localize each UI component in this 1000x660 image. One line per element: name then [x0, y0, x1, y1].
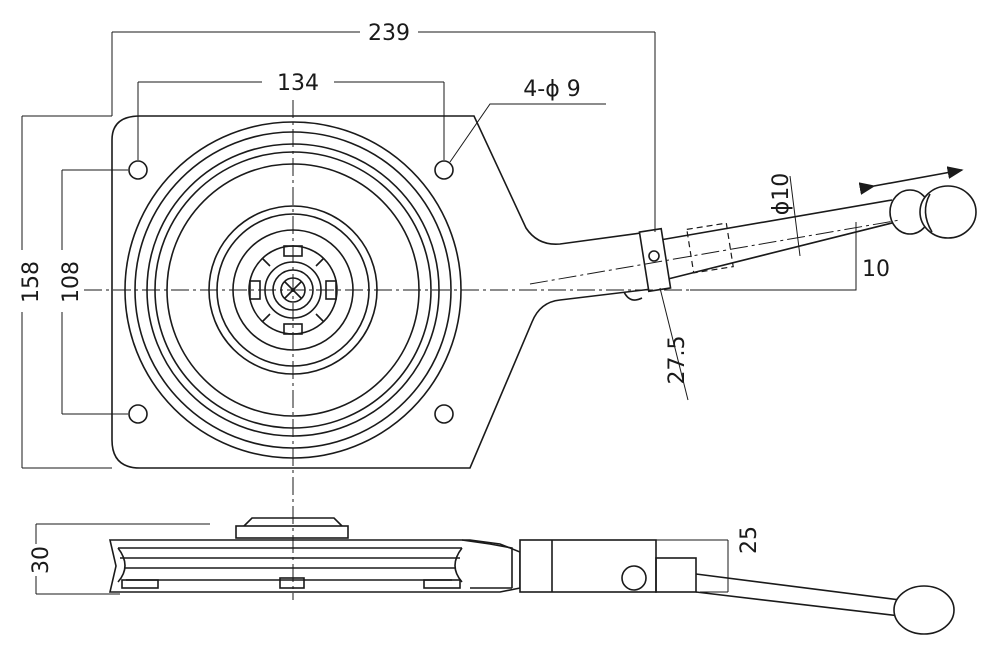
side-view: 30 25	[29, 517, 955, 635]
mount-hole-top-right	[434, 160, 454, 180]
dim-side-lever-label: 25	[737, 526, 762, 554]
lever-stud	[648, 250, 660, 262]
top-view: 239 134 4-ϕ 9 ϕ10 10 27.5 158	[19, 21, 977, 600]
dim-rod-diameter-label: ϕ10	[769, 173, 794, 216]
dim-hole-spacing-y: 108	[59, 169, 128, 415]
dim-hole-callout-label: 4-ϕ 9	[523, 77, 580, 102]
dim-lever-offset-label: 10	[862, 257, 890, 282]
double-arrow-icon	[858, 166, 964, 195]
lever-knob	[889, 185, 977, 239]
dim-overall-height-label: 158	[19, 261, 44, 303]
dim-rod-diameter: ϕ10	[769, 173, 801, 257]
top-boss	[235, 525, 349, 539]
lever-rod	[659, 199, 897, 281]
base-plate-outline	[111, 115, 661, 469]
dim-side-height: 30	[29, 523, 210, 595]
dim-overall-width: 239	[111, 21, 656, 232]
dim-hole-spacing-x: 134	[137, 71, 445, 160]
dim-lever-length: 27.5	[659, 287, 690, 401]
mount-hole-bottom-left	[128, 404, 148, 424]
dim-hole-spacing-y-label: 108	[59, 261, 84, 303]
dim-side-height-label: 30	[29, 546, 54, 574]
mount-hole-top-left	[128, 160, 148, 180]
mount-hole-bottom-right	[434, 404, 454, 424]
dim-overall-width-label: 239	[368, 21, 410, 46]
lever-bolt	[623, 291, 643, 301]
dim-hole-callout: 4-ϕ 9	[449, 77, 606, 163]
lever-sleeve-hidden	[686, 222, 734, 274]
dim-side-lever: 25	[656, 526, 762, 593]
side-lever-knob	[893, 585, 955, 635]
dim-overall-height: 158	[19, 115, 112, 469]
side-lever-rod	[695, 573, 901, 617]
dim-lever-offset: 10	[690, 222, 890, 291]
dim-hole-spacing-x-label: 134	[277, 71, 319, 96]
dim-lever-length-label: 27.5	[665, 336, 690, 385]
